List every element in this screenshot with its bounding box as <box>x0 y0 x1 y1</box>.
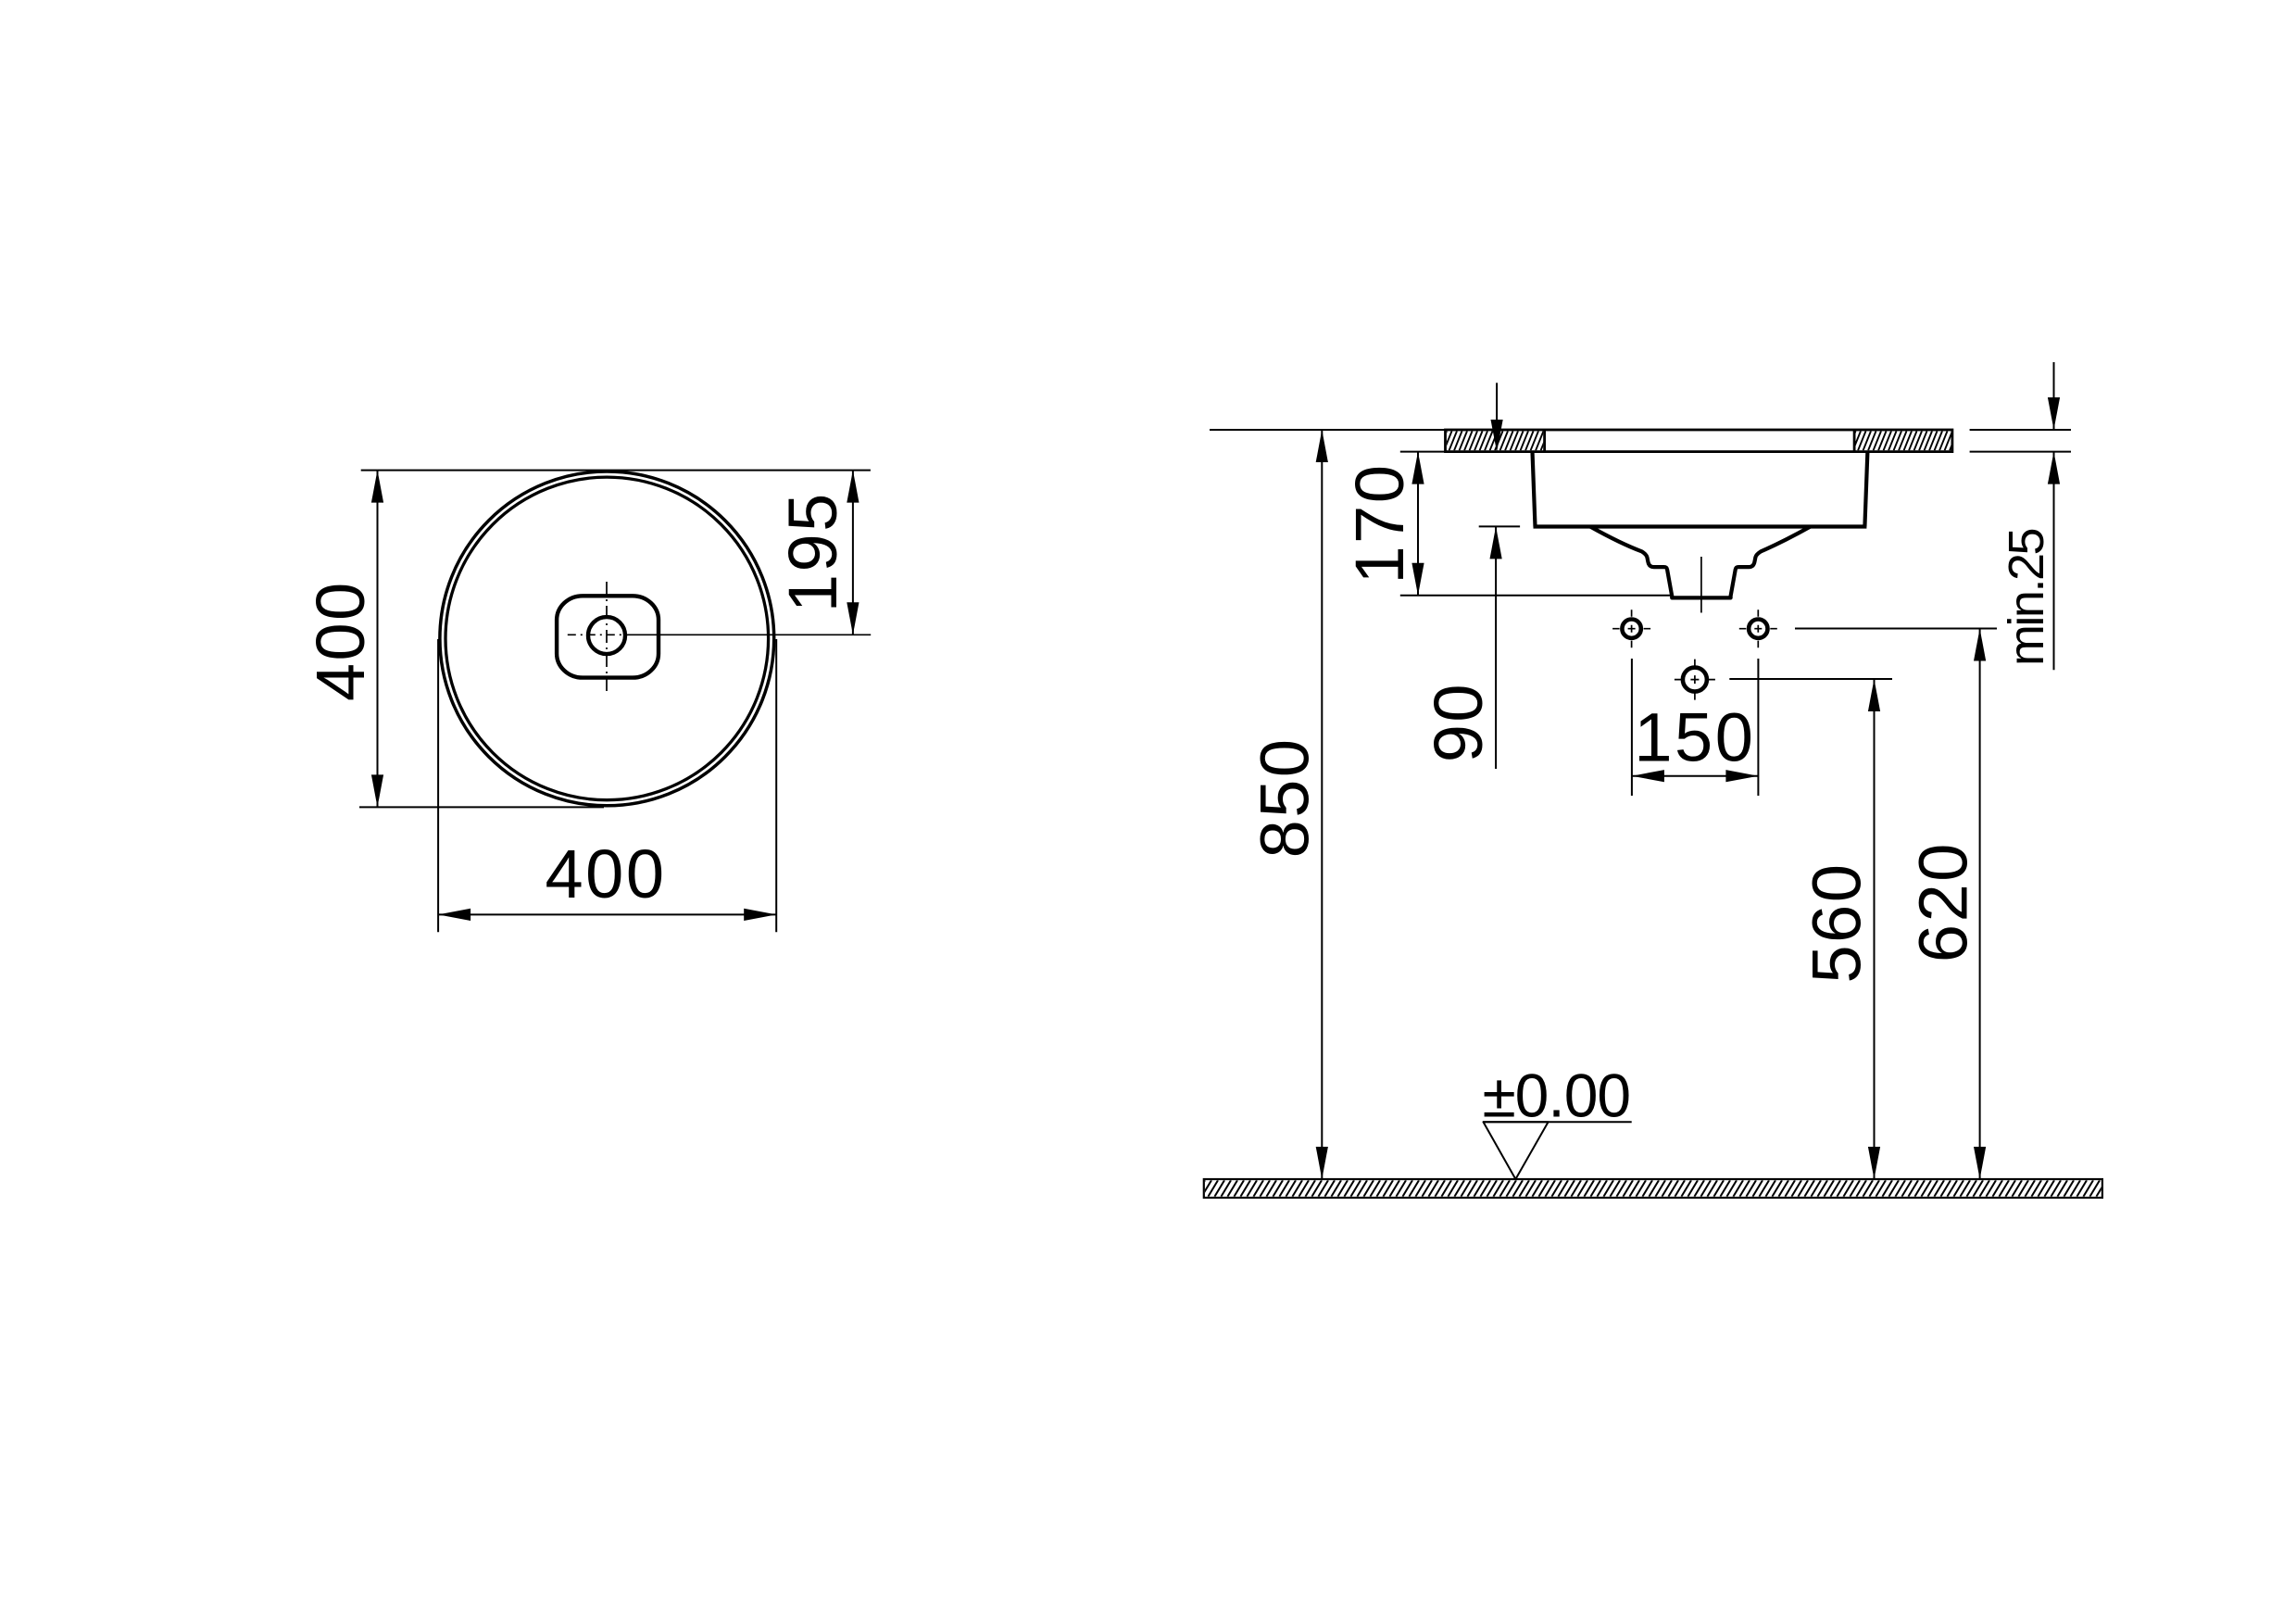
svg-text:±0.00: ±0.00 <box>1482 1062 1630 1130</box>
svg-text:195: 195 <box>774 491 851 612</box>
svg-text:400: 400 <box>546 836 667 912</box>
svg-text:90: 90 <box>1420 682 1497 762</box>
svg-text:min.25: min.25 <box>1999 530 2054 667</box>
svg-text:150: 150 <box>1634 698 1755 775</box>
svg-text:560: 560 <box>1799 862 1876 984</box>
svg-text:620: 620 <box>1905 841 1982 962</box>
svg-text:400: 400 <box>302 580 379 701</box>
svg-text:850: 850 <box>1247 736 1324 858</box>
svg-text:170: 170 <box>1341 463 1418 584</box>
